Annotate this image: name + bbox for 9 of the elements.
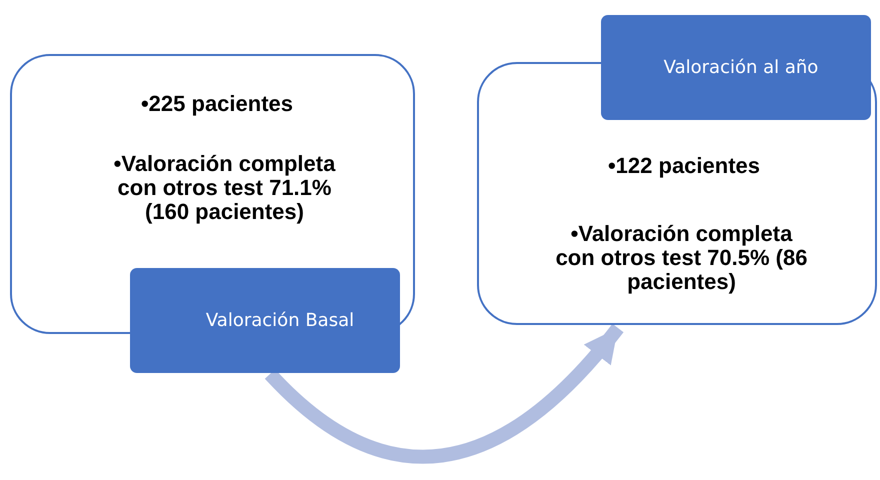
bullet-text: •122 pacientes [606, 154, 761, 178]
tab-label: Valoración Basal [206, 310, 354, 331]
tab-label: Valoración al año [664, 57, 818, 78]
header-tab [130, 268, 400, 373]
bullet-text: •225 pacientes [140, 92, 294, 116]
bullet-text: •Valoración completa con otros test 70.5% (86 pacientes) [554, 222, 808, 295]
header-tab [601, 15, 871, 120]
curved-arrow [265, 324, 624, 464]
bullet-text: •Valoración completa con otros test 71.1% (160 pacientes) [112, 152, 336, 225]
